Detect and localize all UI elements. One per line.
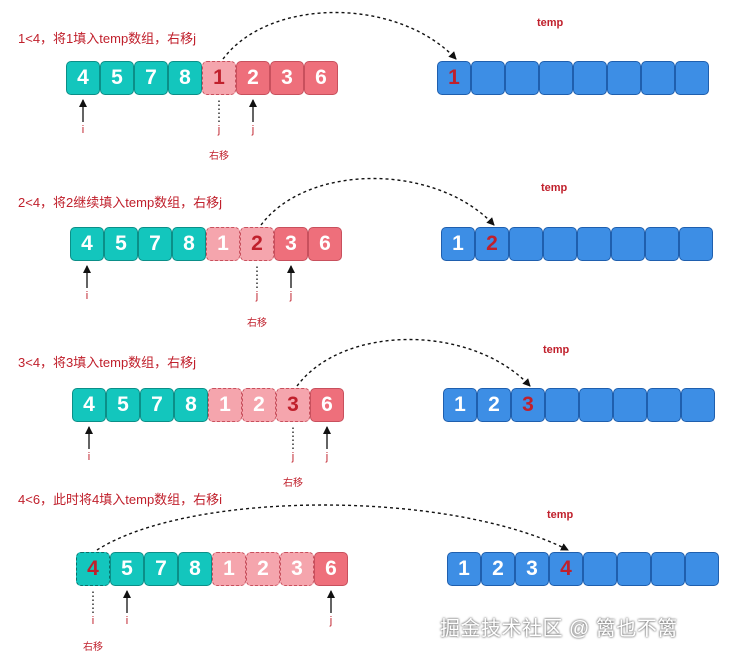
source-array-cell: 2 [242, 388, 276, 422]
source-array-cell: 7 [134, 61, 168, 95]
source-array-cell: 8 [174, 388, 208, 422]
temp-label: temp [543, 344, 570, 356]
transfer-arrow [260, 177, 495, 226]
temp-array-cell: 2 [481, 552, 515, 586]
source-array-cell: 2 [240, 227, 274, 261]
source-array-cell: 3 [280, 552, 314, 586]
pointer-label: i [125, 615, 129, 627]
source-array-cell: 6 [308, 227, 342, 261]
move-label: 右移 [209, 151, 229, 162]
temp-array-cell: 3 [511, 388, 545, 422]
temp-array-cell [583, 552, 617, 586]
pointer-label: i [91, 615, 95, 627]
temp-array-cell: 2 [475, 227, 509, 261]
temp-array-cell [545, 388, 579, 422]
pointer-label: i [81, 124, 85, 136]
source-array-cell: 3 [276, 388, 310, 422]
temp-array-cell [471, 61, 505, 95]
pointer-label: j [251, 124, 255, 136]
source-array-cell: 2 [236, 61, 270, 95]
temp-array-cell: 2 [477, 388, 511, 422]
watermark: 掘金技术社区 @ 篱也不篱 [440, 618, 678, 640]
temp-array-cell [685, 552, 719, 586]
move-label: 右移 [283, 478, 303, 489]
source-array-cell: 8 [178, 552, 212, 586]
temp-array-cell [641, 61, 675, 95]
temp-array-cell [613, 388, 647, 422]
source-array-cell: 5 [106, 388, 140, 422]
temp-array-cell [611, 227, 645, 261]
source-array-cell: 5 [100, 61, 134, 95]
temp-array-cell [577, 227, 611, 261]
temp-array-cell [647, 388, 681, 422]
transfer-arrow [222, 11, 457, 60]
source-array-cell: 3 [274, 227, 308, 261]
source-array-cell: 8 [172, 227, 206, 261]
source-array-cell: 1 [208, 388, 242, 422]
source-array-cell: 5 [110, 552, 144, 586]
pointer-label: j [289, 290, 293, 302]
temp-array-cell [681, 388, 715, 422]
pointer-label: j [329, 615, 333, 627]
source-array-cell: 7 [144, 552, 178, 586]
temp-array-cell: 3 [515, 552, 549, 586]
source-array-cell: 7 [140, 388, 174, 422]
move-label: 右移 [247, 318, 267, 329]
source-array-cell: 4 [66, 61, 100, 95]
source-array-cell: 6 [310, 388, 344, 422]
source-array-cell: 4 [76, 552, 110, 586]
temp-array-cell [579, 388, 613, 422]
source-array-cell: 3 [270, 61, 304, 95]
temp-array-cell [617, 552, 651, 586]
source-array-cell: 1 [206, 227, 240, 261]
temp-array-cell [505, 61, 539, 95]
temp-array-cell: 4 [549, 552, 583, 586]
panel-caption: 3<4，将3填入temp数组，右移j [18, 355, 197, 370]
temp-array-cell [607, 61, 641, 95]
source-array-cell: 8 [168, 61, 202, 95]
pointer-label: i [87, 451, 91, 463]
pointer-label: j [217, 124, 221, 136]
source-array-cell: 4 [70, 227, 104, 261]
temp-array-cell [509, 227, 543, 261]
source-array-cell: 2 [246, 552, 280, 586]
pointer-label: j [255, 290, 259, 302]
temp-label: temp [541, 182, 568, 194]
temp-array-cell [645, 227, 679, 261]
source-array-cell: 1 [202, 61, 236, 95]
move-label: 右移 [83, 642, 103, 653]
temp-array-cell [679, 227, 713, 261]
panel-caption: 2<4，将2继续填入temp数组，右移j [18, 195, 223, 210]
source-array-cell: 5 [104, 227, 138, 261]
temp-array-cell [543, 227, 577, 261]
temp-array-cell [675, 61, 709, 95]
temp-label: temp [537, 17, 564, 29]
panel-caption: 1<4，将1填入temp数组，右移j [18, 31, 197, 46]
temp-array-cell: 1 [437, 61, 471, 95]
panel-caption: 4<6，此时将4填入temp数组，右移i [18, 492, 223, 507]
pointer-label: j [325, 451, 329, 463]
temp-array-cell: 1 [447, 552, 481, 586]
temp-array-cell [651, 552, 685, 586]
transfer-arrow [296, 338, 531, 387]
temp-label: temp [547, 509, 574, 521]
transfer-arrow [96, 504, 569, 551]
source-array-cell: 1 [212, 552, 246, 586]
temp-array-cell [573, 61, 607, 95]
source-array-cell: 6 [314, 552, 348, 586]
pointer-label: j [291, 451, 295, 463]
temp-array-cell: 1 [441, 227, 475, 261]
temp-array-cell [539, 61, 573, 95]
pointer-label: i [85, 290, 89, 302]
temp-array-cell: 1 [443, 388, 477, 422]
source-array-cell: 4 [72, 388, 106, 422]
source-array-cell: 7 [138, 227, 172, 261]
source-array-cell: 6 [304, 61, 338, 95]
